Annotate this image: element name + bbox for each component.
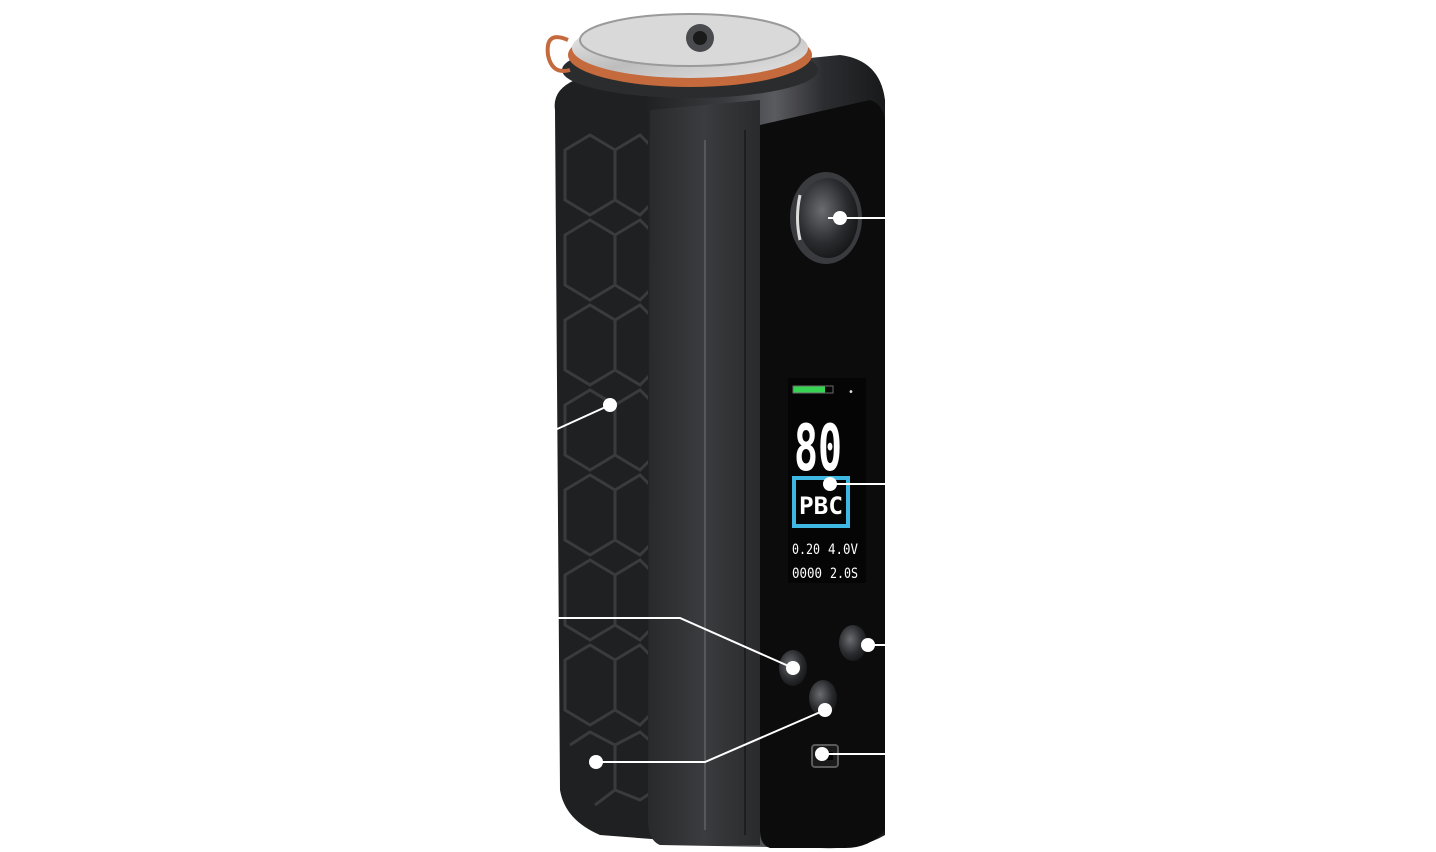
time-readout: 2.0S	[830, 566, 858, 582]
fire-button[interactable]	[790, 172, 862, 264]
callout-dot-fire	[833, 211, 847, 225]
callout-line-grip	[554, 404, 611, 431]
battery-bar	[793, 386, 825, 393]
mode-frame	[792, 476, 850, 528]
callout-dot-grip	[603, 398, 617, 412]
callout-line-mode	[596, 709, 826, 763]
puff-counter: 0000	[792, 566, 822, 582]
callout-dot-usb	[815, 747, 829, 761]
wattage-readout: 80	[794, 412, 842, 486]
resistance-readout: 0.20	[792, 542, 820, 558]
voltage-readout: 4.0V	[828, 542, 859, 558]
callout-dot-screen	[823, 477, 837, 491]
callout-dots	[589, 211, 875, 769]
callout-dot-mode	[818, 703, 832, 717]
top-cap	[545, 13, 818, 98]
callout-dot-leather	[589, 755, 603, 769]
callout-dot-plus	[861, 638, 875, 652]
plus-button[interactable]	[839, 625, 867, 661]
callout-dot-minus	[786, 661, 800, 675]
callout-line-minus	[555, 617, 794, 669]
unit-indicators: •	[848, 387, 854, 398]
mode-readout: PBC	[799, 492, 843, 520]
